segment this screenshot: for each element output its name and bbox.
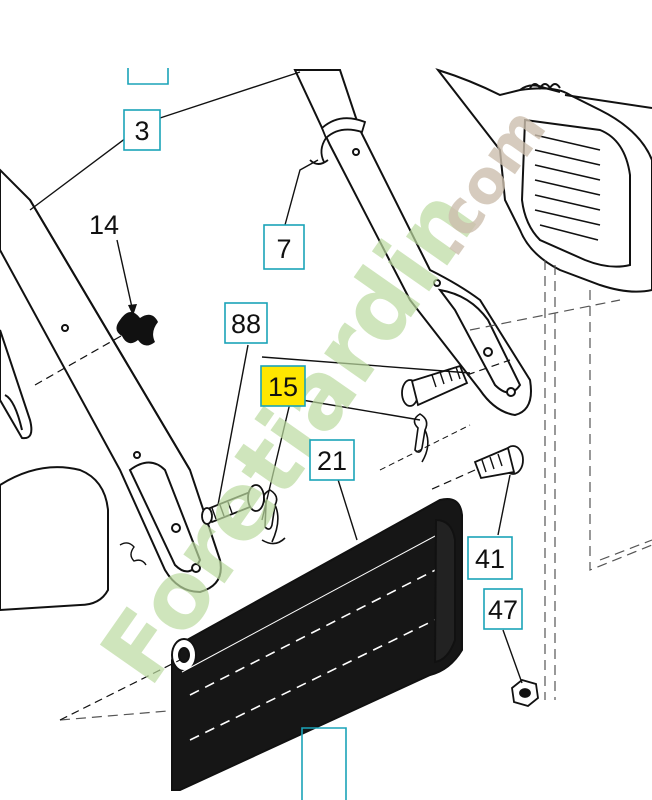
callout-3: 3 bbox=[123, 109, 161, 151]
svg-text:21: 21 bbox=[317, 446, 347, 476]
svg-text:3: 3 bbox=[134, 116, 149, 146]
callout-15: 15 bbox=[260, 365, 306, 407]
engine-housing bbox=[435, 68, 652, 293]
bolt-41 bbox=[429, 445, 524, 491]
callout-88: 88 bbox=[224, 302, 268, 344]
leader-lines bbox=[29, 71, 523, 684]
knob-part-14 bbox=[34, 239, 158, 386]
callout-41: 41 bbox=[467, 536, 513, 580]
svg-text:88: 88 bbox=[231, 309, 261, 339]
lower-cowl bbox=[0, 466, 147, 612]
callout-21: 21 bbox=[309, 439, 355, 481]
svg-text:15: 15 bbox=[268, 372, 298, 402]
svg-text:47: 47 bbox=[488, 595, 518, 625]
callout-47: 47 bbox=[483, 588, 523, 630]
nut-47 bbox=[511, 679, 539, 707]
callout-14: 14 bbox=[89, 210, 119, 240]
left-handle-bar bbox=[0, 168, 222, 594]
bottom-partial-callout bbox=[301, 727, 347, 800]
roller-part-21 bbox=[59, 498, 463, 791]
bolt-88-upper bbox=[401, 359, 511, 407]
r-clip-upper bbox=[379, 413, 471, 471]
callout-7: 7 bbox=[263, 224, 305, 270]
top-partial-callout bbox=[127, 68, 169, 85]
r-clip-lower bbox=[261, 489, 286, 545]
svg-text:14: 14 bbox=[89, 210, 119, 240]
right-handle-bar bbox=[293, 69, 532, 417]
svg-text:7: 7 bbox=[276, 234, 291, 264]
cable-clip bbox=[309, 117, 367, 165]
bolt-88-lower bbox=[201, 484, 265, 525]
left-lower-bracket bbox=[0, 329, 33, 440]
svg-text:41: 41 bbox=[475, 544, 505, 574]
